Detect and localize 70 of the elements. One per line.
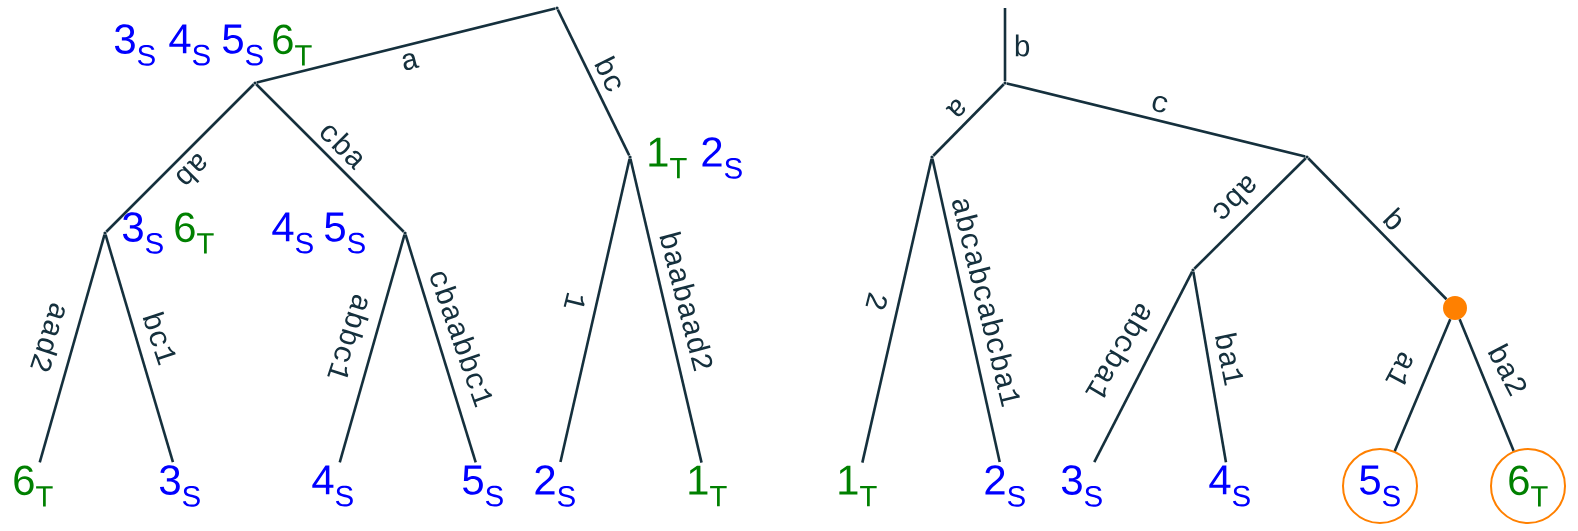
junction-point xyxy=(1191,268,1195,272)
branch-line xyxy=(1458,318,1515,452)
leaf-label: 2$_{S}$ xyxy=(985,465,1025,507)
branch-line xyxy=(1393,318,1452,452)
branch-line xyxy=(1006,82,1306,158)
branch-line xyxy=(559,158,631,463)
leaf-label: 6$_{T}$ xyxy=(14,465,53,507)
circled-leaf-label: 5$_{S}$ xyxy=(1342,448,1418,524)
node-label: 5$_{S}$ xyxy=(223,24,263,66)
node-label: 3$_{S}$ xyxy=(114,24,155,66)
node-label: 1$_{T}$ xyxy=(649,137,687,179)
branch-line xyxy=(1193,157,1307,270)
branch-line xyxy=(338,234,406,463)
branch-line xyxy=(404,234,477,463)
circled-leaf-label: 6$_{T}$ xyxy=(1490,448,1566,524)
branch-line xyxy=(256,7,556,84)
branch-line xyxy=(861,158,933,463)
branch-line xyxy=(932,83,1005,157)
node-label: 5$_{S}$ xyxy=(325,212,365,254)
edge-label: 1 xyxy=(563,292,585,307)
edge-label: a xyxy=(402,53,420,71)
branch-line xyxy=(255,83,405,233)
branch-line xyxy=(931,158,1001,463)
junction-point xyxy=(1003,81,1007,85)
edge-label: b xyxy=(1015,34,1030,57)
branch-line xyxy=(1192,271,1228,463)
leaf-label: 4$_{S}$ xyxy=(1209,465,1250,507)
node-label: 3$_{S}$ xyxy=(122,212,163,254)
branch-line xyxy=(1093,271,1194,463)
leaf-label: 1$_{T}$ xyxy=(689,465,727,507)
junction-point xyxy=(253,81,257,85)
leaf-label: 5$_{S}$ xyxy=(463,465,503,507)
leaf-label: 3$_{S}$ xyxy=(1061,465,1102,507)
junction-point xyxy=(930,155,934,159)
leaf-label: 1$_{T}$ xyxy=(839,465,877,507)
edge-label: bc1 xyxy=(142,311,176,366)
junction-point xyxy=(403,231,407,235)
edge-label: a xyxy=(945,99,966,117)
junction-point xyxy=(555,6,559,10)
branch-line xyxy=(629,158,703,463)
edge-label: aad2 xyxy=(30,303,65,372)
leaf-label: 2$_{S}$ xyxy=(535,465,575,507)
node-label: 2$_{S}$ xyxy=(702,137,742,179)
edge-label: abc xyxy=(1213,176,1256,219)
node-label: 4$_{S}$ xyxy=(169,24,210,66)
edge-label: 2 xyxy=(865,292,887,310)
junction-point xyxy=(628,155,632,159)
edge-label: a1 xyxy=(1385,352,1413,385)
branch-line xyxy=(1003,8,1007,82)
node-label: 6$_{T}$ xyxy=(175,212,214,254)
leaf-label: 4$_{S}$ xyxy=(312,465,353,507)
edge-label: c xyxy=(1152,95,1168,113)
branch-line xyxy=(105,83,255,233)
edge-label: ba1 xyxy=(1215,332,1244,386)
junction-point xyxy=(1305,155,1309,159)
branch-line xyxy=(1307,157,1448,301)
node-label: 4$_{S}$ xyxy=(272,212,313,254)
edge-label: ab xyxy=(176,154,207,185)
branch-line xyxy=(104,234,175,463)
edge-label: cba xyxy=(320,125,362,171)
edge-label: ba2 xyxy=(1487,343,1527,397)
leaf-label: 3$_{S}$ xyxy=(159,465,200,507)
branch-dot xyxy=(1443,296,1467,320)
node-label: 6$_{T}$ xyxy=(273,24,312,66)
edge-label: bc xyxy=(594,55,621,92)
junction-point xyxy=(103,231,107,235)
branch-line xyxy=(38,234,106,463)
edge-label: b xyxy=(1382,206,1402,230)
branch-line xyxy=(556,9,631,156)
edge-label: abbc1 xyxy=(327,294,369,378)
